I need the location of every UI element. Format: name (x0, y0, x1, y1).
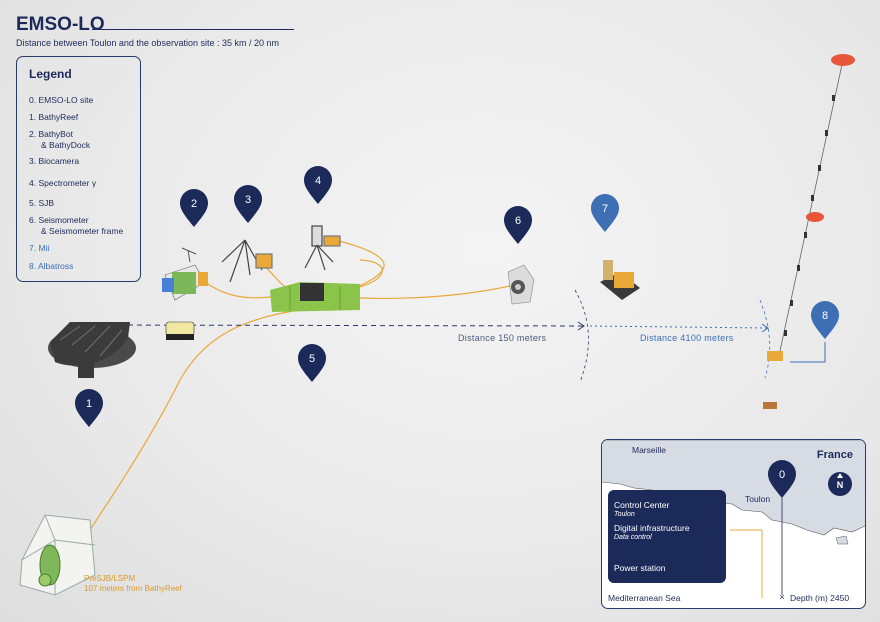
sjb-junction-box (270, 282, 360, 312)
legend-item: 3. Biocamera (29, 156, 80, 166)
legend-item: 4. Spectrometer γ (29, 178, 97, 188)
marker-label: 0 (779, 469, 785, 481)
marker-label: 7 (602, 203, 608, 215)
marker-pin-2: 2 (180, 189, 208, 227)
marker-pin-6: 6 (504, 206, 532, 244)
cable-presjb (69, 309, 301, 561)
marker-label: 6 (515, 215, 521, 227)
marker-pin-5: 5 (298, 344, 326, 382)
distance-line-150 (109, 324, 584, 327)
legend-item: & Seismometer frame (41, 226, 124, 236)
albatross-mooring (763, 54, 855, 409)
marker-pin-4: 4 (304, 166, 332, 204)
page-subtitle: Distance between Toulon and the observat… (16, 38, 279, 48)
control-center-box: Control Center Toulon Digital infrastruc… (608, 490, 726, 583)
legend-title: Legend (29, 67, 72, 81)
north-arrow-icon (828, 472, 852, 496)
marker-label: 8 (822, 310, 828, 322)
acoustic-release (767, 351, 783, 361)
control-center-title: Control Center (614, 500, 670, 510)
spectrometer-tripod (304, 225, 341, 271)
legend-item: 6. Seismometer (29, 215, 89, 225)
buoy-mid (806, 212, 824, 222)
power-station-label: Power station (614, 563, 666, 573)
bathybot-robot (165, 321, 195, 340)
anchor-weight (763, 402, 777, 409)
distance-line-4100 (589, 325, 768, 329)
legend-item: & BathyDock (41, 140, 91, 150)
legend-item: 0. EMSO-LO site (29, 95, 94, 105)
map-city-marseille: Marseille (632, 445, 667, 455)
break-mark (574, 289, 589, 383)
legend-panel: Legend 0. EMSO-LO site 1. BathyReef 2. B… (16, 56, 141, 282)
break-mark (759, 299, 771, 379)
marker-pin-7: 7 (591, 194, 619, 232)
svg-text:×: × (779, 592, 784, 602)
control-center-location: Toulon (614, 511, 635, 518)
arrow-head (577, 321, 585, 331)
mii-instrument (600, 260, 640, 300)
marker-pin-8: 8 (811, 301, 839, 339)
location-inset-map: 0 × N France Marseille Toulon Mediterran… (601, 439, 866, 609)
bathyreef-structure (48, 322, 136, 378)
bathydock-structure (162, 247, 208, 301)
legend-item: 8. Albatross (29, 261, 74, 271)
marker-pins: 1 2 3 4 5 6 7 (75, 166, 839, 427)
marker-label: 4 (315, 175, 321, 187)
biocamera-tripod (221, 239, 273, 283)
marker-label: 3 (245, 194, 251, 206)
distance-label-4100: Distance 4100 meters (640, 333, 734, 343)
presjb-name: PreSJB/LSPM (84, 574, 136, 583)
marker-leader (790, 342, 826, 363)
page-title: EMSO-LO (16, 14, 105, 35)
cable-seismometer (359, 284, 516, 300)
presjb-label: PreSJB/LSPM 107 meters from BathyReef (84, 574, 182, 594)
coastline-map: 0 × N (602, 440, 865, 602)
presjb-distance: 107 meters from BathyReef (84, 584, 182, 593)
data-control-label: Data control (614, 534, 652, 541)
presjb-frame (19, 514, 96, 596)
marker-label: 1 (86, 398, 92, 410)
map-city-toulon: Toulon (745, 494, 771, 504)
marker-label: 5 (309, 353, 315, 365)
cable-spectrometer (334, 239, 385, 291)
legend-item: 5. SJB (29, 198, 55, 208)
legend-item: 1. BathyReef (29, 112, 79, 122)
buoy-top (831, 54, 855, 66)
marker-label: 2 (191, 198, 197, 210)
title-rule (92, 29, 294, 30)
seismometer-structure (507, 264, 535, 305)
distance-label-150: Distance 150 meters (458, 333, 547, 343)
north-label: N (837, 480, 844, 490)
digital-infra-label: Digital infrastructure (614, 523, 690, 533)
legend-item: 2. BathyBot (29, 129, 73, 139)
marker-pin-3: 3 (234, 185, 262, 223)
legend-item: 7. Mii (29, 243, 50, 253)
marker-pin-0: 0 (768, 460, 796, 498)
map-sea-label: Mediterranean Sea (608, 593, 681, 603)
map-country-label: France (816, 449, 853, 461)
marker-pin-1: 1 (75, 389, 103, 427)
arrow-head (761, 323, 769, 333)
map-depth-label: Depth (m) 2450 (790, 593, 850, 603)
cable-sjb (354, 259, 383, 289)
